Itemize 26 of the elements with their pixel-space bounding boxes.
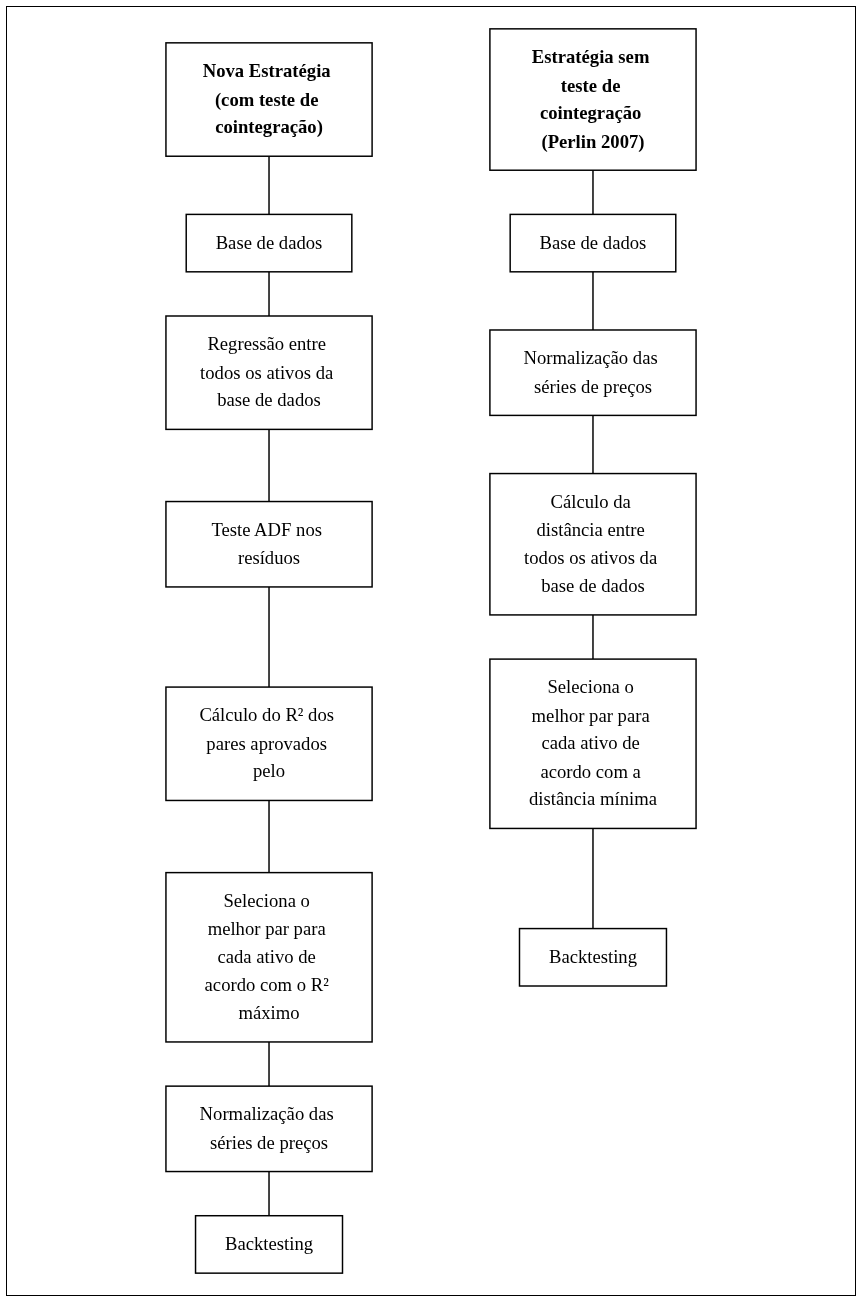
node-box: Estratégia sem teste de cointegração (Perlin 2007) <box>489 28 697 171</box>
connector <box>592 614 594 660</box>
connector <box>268 1041 270 1087</box>
node-box: Teste ADF nos resíduos <box>165 500 373 588</box>
connector <box>268 799 270 874</box>
connector <box>268 586 270 688</box>
node-box: Backtesting <box>518 927 668 987</box>
connector <box>268 271 270 317</box>
connector <box>592 169 594 216</box>
node-box: Normalização das séries de preços <box>489 329 697 417</box>
node-box: Normalização das séries de preços <box>165 1085 373 1173</box>
node-box: Regressão entre todos os ativos da base de dados <box>165 315 373 431</box>
connector <box>592 271 594 331</box>
node-box: Base de dados <box>509 213 677 273</box>
node-box: Seleciona o melhor par para cada ativo de acordo com o R² máximo <box>165 871 373 1043</box>
node-box: Cálculo do R² dos pares aprovados pelo <box>165 686 373 802</box>
connector <box>592 414 594 475</box>
node-box: Nova Estratégia (com teste de cointegração) <box>165 42 373 157</box>
connector <box>268 428 270 503</box>
node-box: Backtesting <box>194 1215 344 1274</box>
connector <box>268 1170 270 1217</box>
node-box: Cálculo da distância entre todos os ativos da base de dados <box>489 472 697 616</box>
connector <box>592 827 594 930</box>
node-box: Base de dados <box>185 213 353 273</box>
node-box: Seleciona o melhor par para cada ativo de acordo com a distância mínima <box>489 658 697 830</box>
connector <box>268 155 270 216</box>
